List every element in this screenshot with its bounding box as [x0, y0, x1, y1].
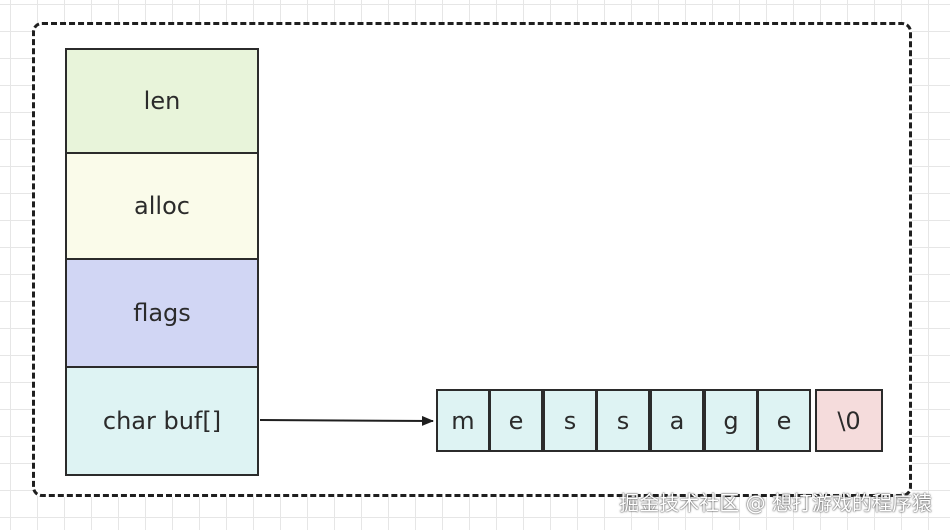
- null-terminator-cell: \0: [815, 389, 883, 452]
- buffer-cell: e: [757, 389, 811, 452]
- buffer-cell: m: [436, 389, 490, 452]
- buffer-cell: e: [489, 389, 543, 452]
- field-len: len: [65, 48, 259, 154]
- buffer-cell: g: [704, 389, 758, 452]
- watermark: 掘金技术社区 @ 想打游戏的程序猿: [619, 491, 932, 515]
- field-alloc: alloc: [65, 152, 259, 260]
- buffer-cell: s: [543, 389, 597, 452]
- buffer-cell: s: [596, 389, 650, 452]
- field-char-buf: char buf[]: [65, 366, 259, 476]
- buffer-cell: a: [650, 389, 704, 452]
